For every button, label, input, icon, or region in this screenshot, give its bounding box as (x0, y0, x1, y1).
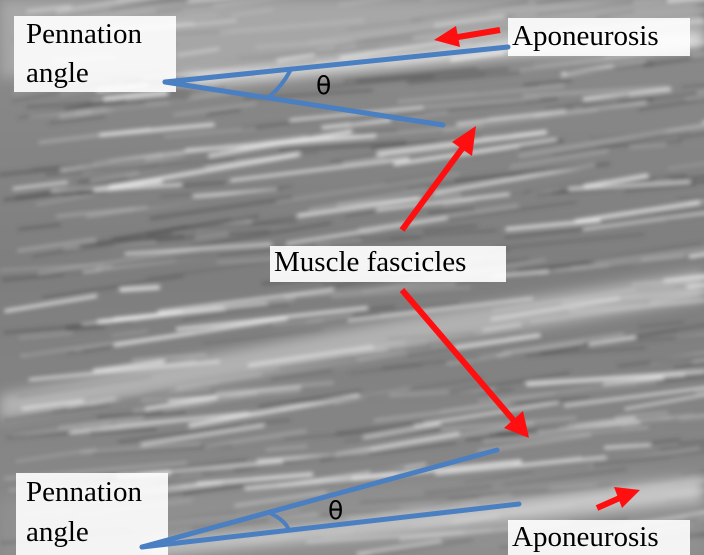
pennation-angle-label-top-line1: Pennation (26, 18, 142, 50)
pennation-angle-label-top-line2: angle (26, 57, 89, 89)
aponeurosis-label-top: Aponeurosis (512, 20, 659, 52)
fiber-streak (121, 287, 158, 289)
pennation-angle-label-bottom-line1: Pennation (26, 476, 142, 508)
pennation-angle-label-bottom-line2: angle (26, 516, 89, 548)
fiber-streak (68, 327, 104, 330)
muscle-fascicles-label: Muscle fascicles (274, 246, 466, 278)
aponeurosis-label-bottom: Aponeurosis (512, 521, 659, 553)
theta-symbol-top: θ (316, 72, 331, 100)
theta-symbol-bottom: θ (328, 497, 343, 525)
